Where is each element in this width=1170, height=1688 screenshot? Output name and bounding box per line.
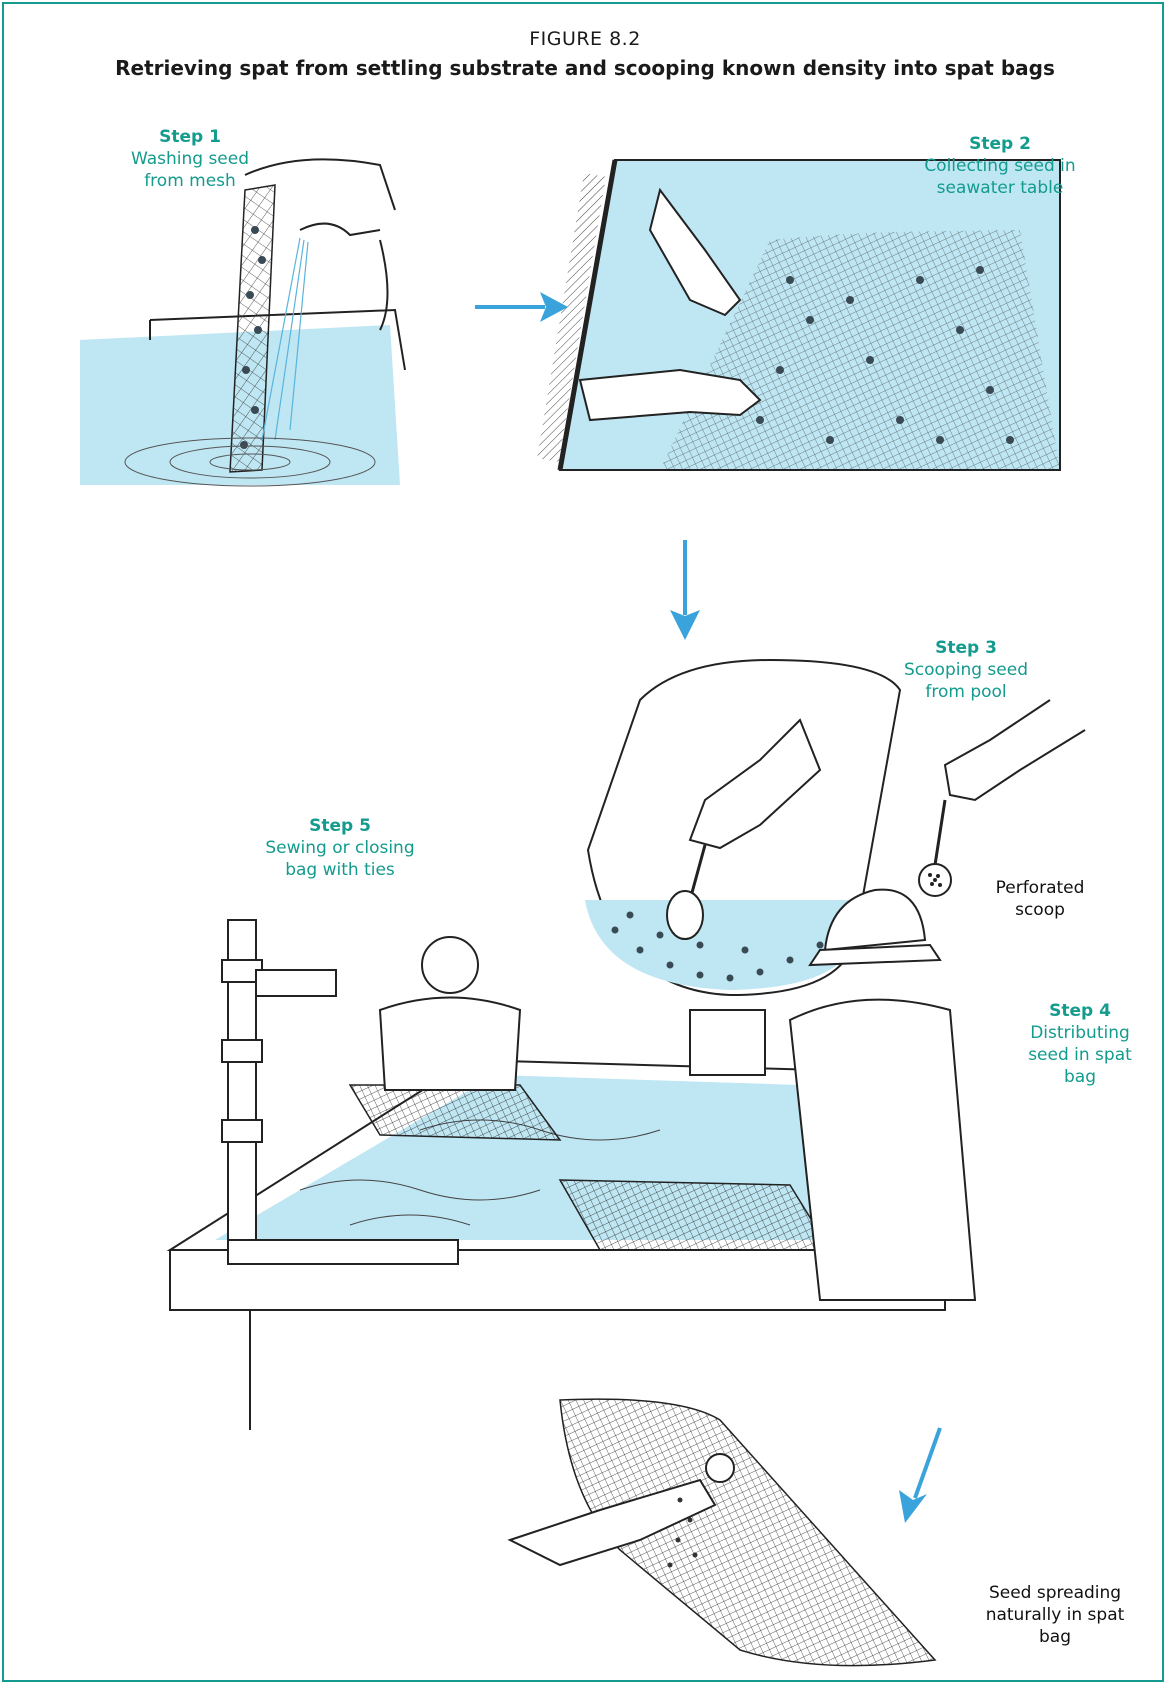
spat-bag-detail (510, 1399, 935, 1665)
panel-washing (80, 159, 405, 486)
step-3-caption: Step 3 Scooping seed from pool (856, 637, 1076, 703)
step-1-description: Washing seed from mesh (80, 148, 300, 192)
arrow-step4-to-bag (899, 1428, 940, 1523)
perforated-scoop-inset (919, 700, 1085, 896)
seawater-table-scene (170, 890, 975, 1430)
seed-spreading-label: Seed spreading naturally in spat bag (970, 1582, 1140, 1648)
step-4-label: Step 4 (1000, 1000, 1160, 1022)
step-5-label: Step 5 (220, 815, 460, 837)
step-1-label: Step 1 (80, 126, 300, 148)
step-3-description: Scooping seed from pool (856, 659, 1076, 703)
arrow-step2-to-step3 (670, 540, 700, 640)
panel-collecting (548, 160, 1060, 470)
step-5-description: Sewing or closing bag with ties (220, 837, 460, 881)
step-2-description: Collecting seed in seawater table (880, 155, 1120, 199)
step-5-caption: Step 5 Sewing or closing bag with ties (220, 815, 460, 881)
worker-step5 (380, 937, 520, 1090)
step-2-caption: Step 2 Collecting seed in seawater table (880, 133, 1120, 199)
step-3-label: Step 3 (856, 637, 1076, 659)
bucket (690, 1010, 765, 1075)
step-4-caption: Step 4 Distributing seed in spat bag (1000, 1000, 1160, 1088)
perforated-scoop-label: Perforated scoop (960, 877, 1120, 921)
step-1-caption: Step 1 Washing seed from mesh (80, 126, 300, 192)
step-4-description: Distributing seed in spat bag (1000, 1022, 1160, 1088)
step-2-label: Step 2 (880, 133, 1120, 155)
arrow-step1-to-step2 (475, 292, 568, 322)
